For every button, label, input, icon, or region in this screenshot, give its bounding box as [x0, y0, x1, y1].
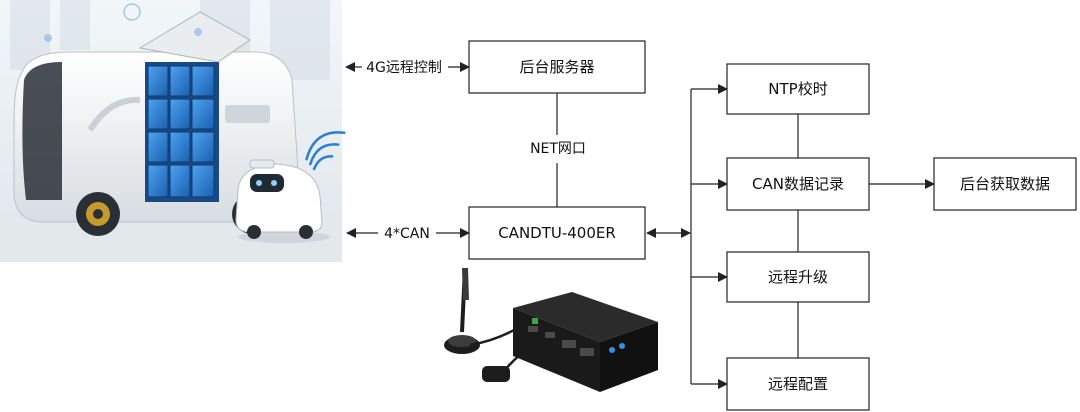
node-remote-config: 远程配置: [726, 357, 870, 411]
svg-text:NET网口: NET网口: [530, 141, 586, 157]
svg-text:CANDTU-400ER: CANDTU-400ER: [498, 224, 616, 242]
wifi-icon: [305, 131, 346, 171]
svg-text:4G远程控制: 4G远程控制: [366, 60, 442, 76]
node-ntp: NTP校时: [726, 63, 870, 115]
edge-candtu-bus: [646, 89, 692, 384]
node-can-log: CAN数据记录: [726, 157, 870, 211]
svg-text:后台服务器: 后台服务器: [519, 58, 594, 76]
edge-4g-remote: 4G远程控制: [345, 60, 470, 76]
svg-text:后台获取数据: 后台获取数据: [960, 175, 1050, 193]
svg-text:远程升级: 远程升级: [768, 268, 828, 286]
svg-text:远程配置: 远程配置: [768, 375, 828, 393]
locker-grid: [145, 62, 219, 202]
candtu-device-image: [444, 267, 658, 392]
svg-text:4*CAN: 4*CAN: [384, 226, 430, 242]
edge-net-port: NET网口: [520, 93, 596, 207]
svg-text:NTP校时: NTP校时: [768, 80, 827, 98]
wheel-front: [76, 192, 120, 236]
delivery-robot: [235, 159, 330, 243]
node-remote-upgrade: 远程升级: [726, 251, 870, 303]
node-backend-server: 后台服务器: [468, 40, 646, 94]
node-candtu: CANDTU-400ER: [468, 206, 646, 260]
delivery-vehicle-image: [0, 0, 346, 262]
edge-4-can: 4*CAN: [346, 226, 470, 242]
svg-text:CAN数据记录: CAN数据记录: [752, 175, 844, 193]
node-backend-fetch: 后台获取数据: [933, 157, 1077, 211]
